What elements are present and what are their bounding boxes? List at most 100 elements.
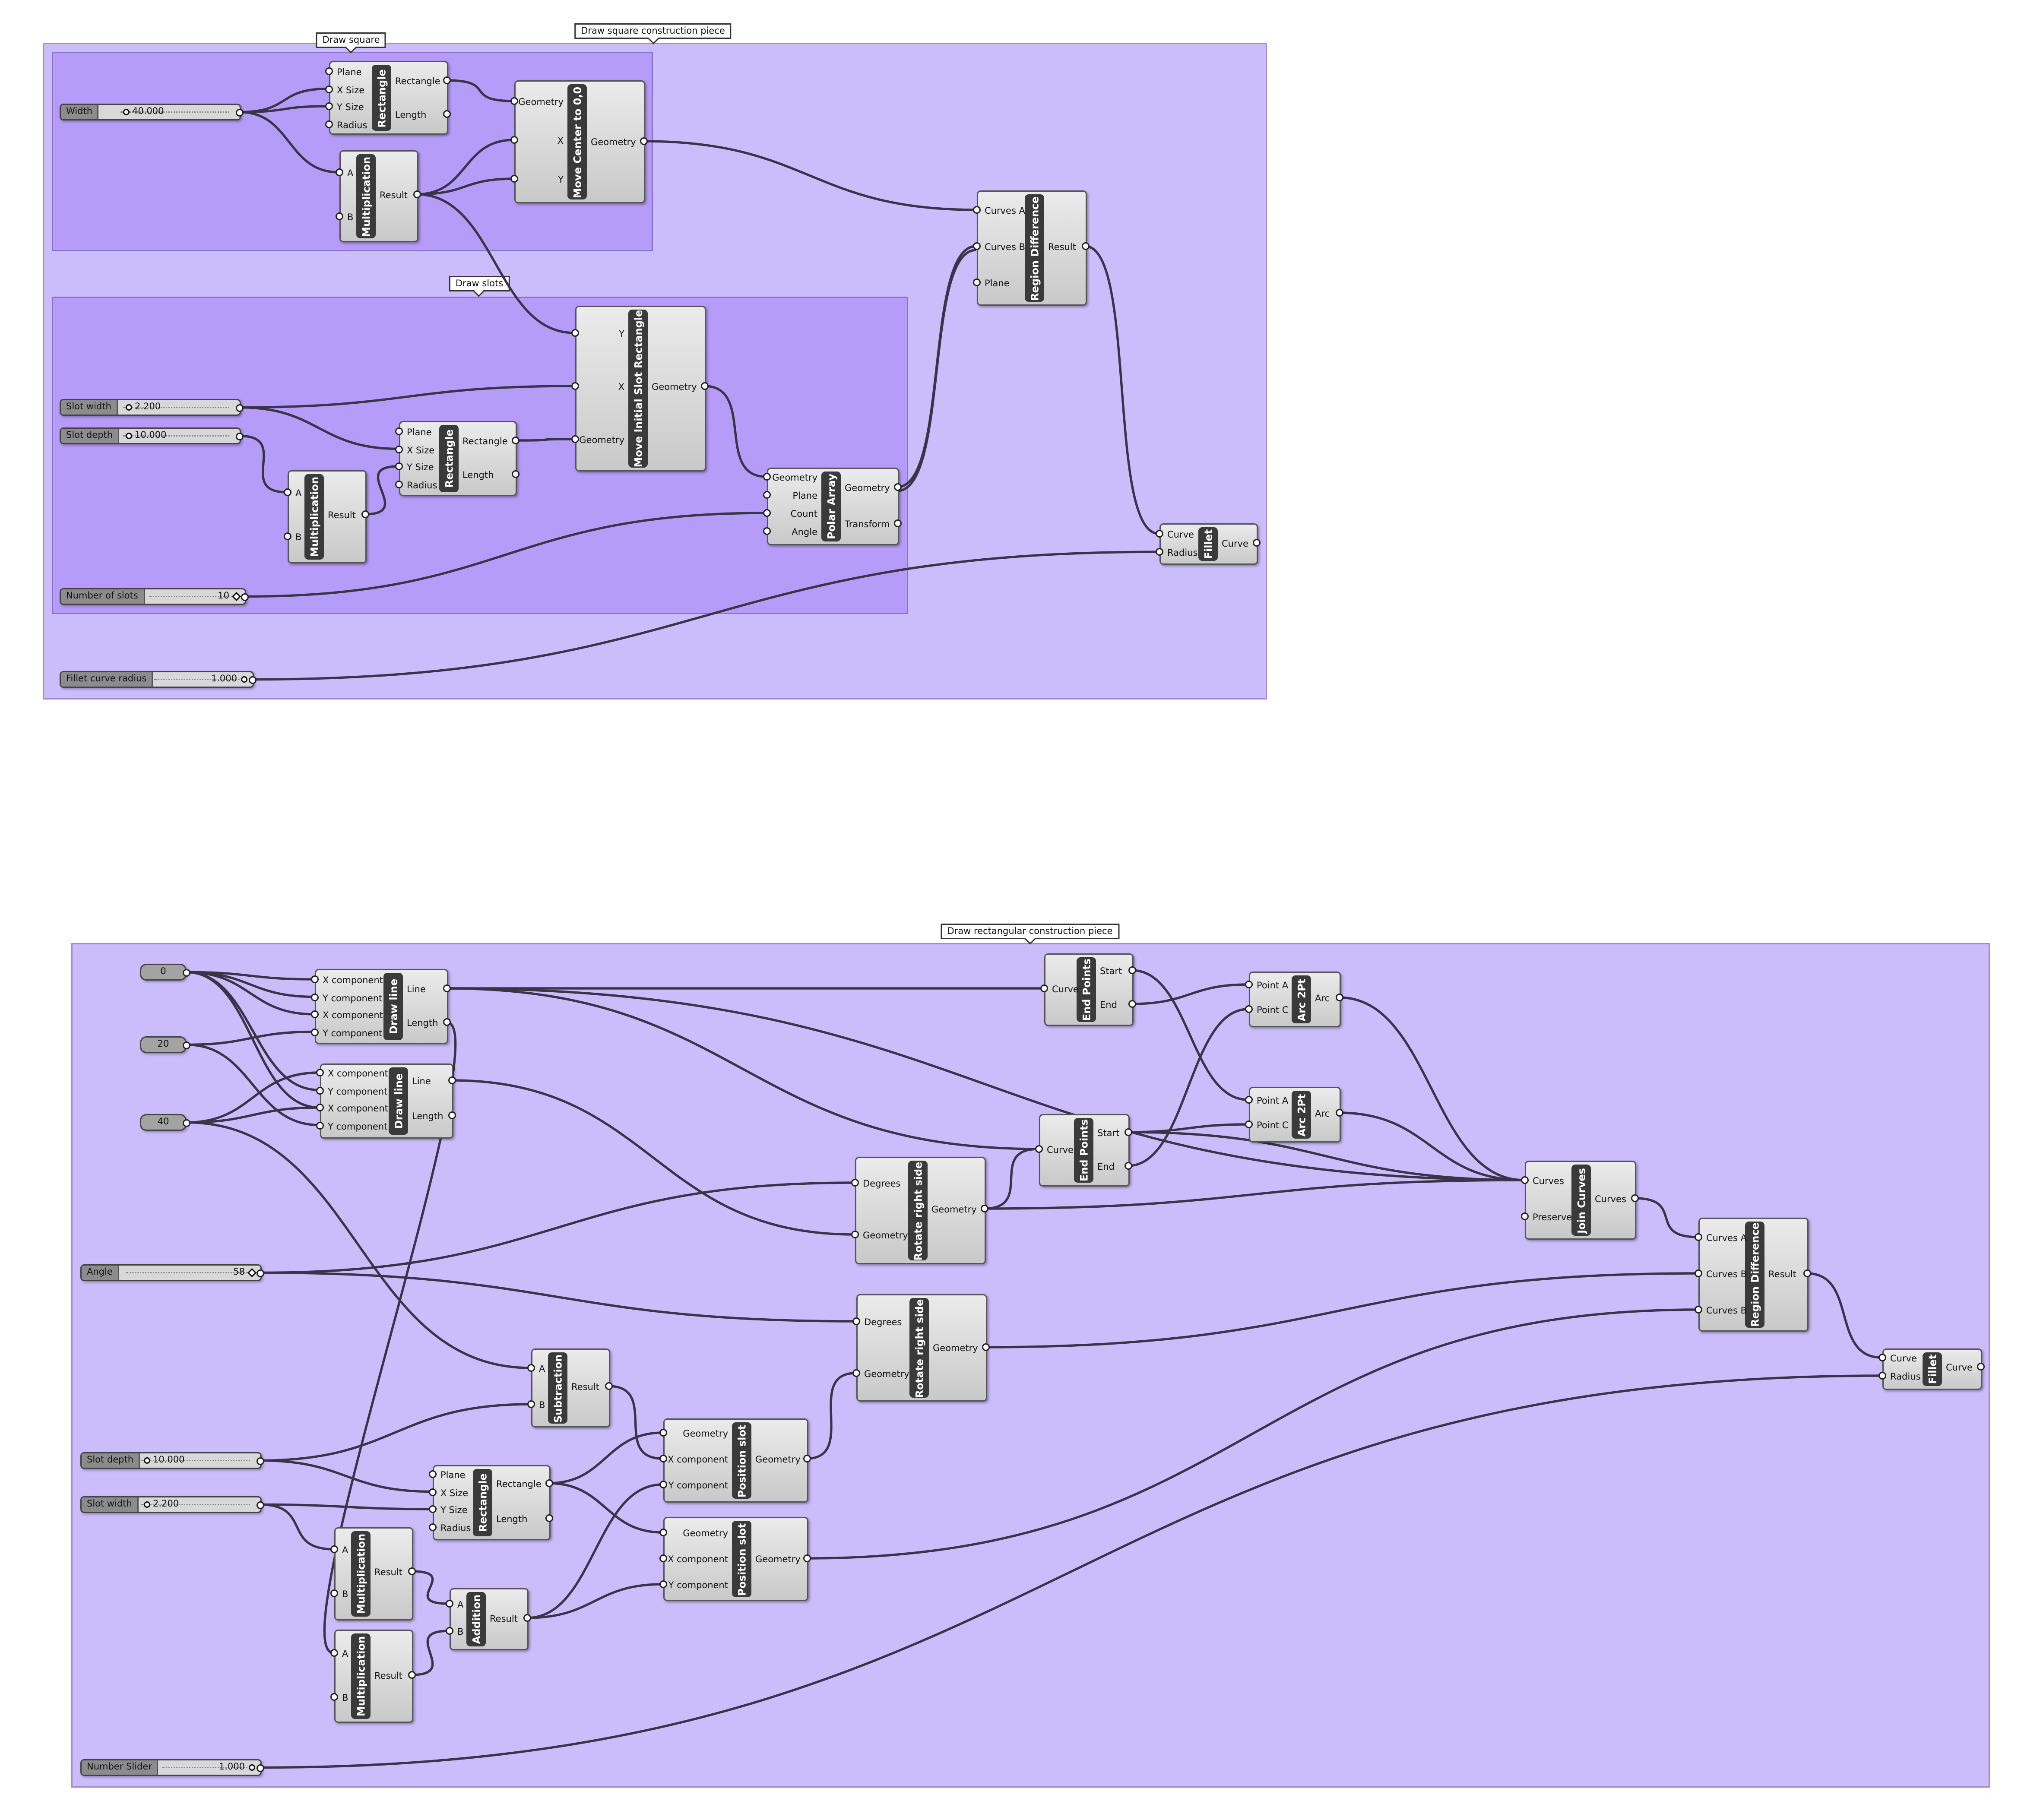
input-port[interactable]	[394, 462, 402, 470]
slider-track[interactable]	[120, 111, 229, 113]
input-port[interactable]	[526, 1364, 535, 1372]
slider-knob[interactable]	[126, 433, 132, 439]
output-port[interactable]	[1128, 966, 1136, 974]
input-port[interactable]	[659, 1554, 667, 1562]
input-port[interactable]	[428, 1522, 436, 1531]
output-port[interactable]	[523, 1614, 531, 1622]
input-port[interactable]	[335, 168, 343, 176]
slider-track[interactable]	[149, 596, 234, 597]
slider-knob[interactable]	[249, 1764, 255, 1771]
input-port[interactable]	[1878, 1372, 1886, 1380]
output-port[interactable]	[1124, 1162, 1132, 1170]
input-port[interactable]	[1244, 1120, 1252, 1128]
input-port[interactable]	[310, 1028, 318, 1036]
slider-track[interactable]	[162, 1767, 250, 1768]
output-port[interactable]	[257, 1500, 264, 1509]
input-port[interactable]	[659, 1481, 667, 1488]
input-port[interactable]	[1244, 981, 1252, 988]
input-port[interactable]	[1034, 1145, 1042, 1153]
input-port[interactable]	[659, 1529, 667, 1536]
input-port[interactable]	[283, 532, 291, 540]
input-port[interactable]	[310, 1010, 318, 1018]
input-port[interactable]	[1039, 984, 1048, 992]
output-port[interactable]	[1335, 1109, 1343, 1117]
slider-grip[interactable]	[231, 592, 241, 601]
input-port[interactable]	[324, 85, 333, 93]
output-port[interactable]	[241, 592, 249, 601]
output-port[interactable]	[183, 1118, 190, 1127]
slider-knob[interactable]	[144, 1501, 150, 1508]
output-port[interactable]	[1252, 539, 1260, 547]
input-port[interactable]	[428, 1470, 436, 1478]
output-port[interactable]	[1335, 994, 1343, 1001]
input-port[interactable]	[1878, 1354, 1886, 1361]
input-port[interactable]	[852, 1369, 860, 1377]
output-port[interactable]	[511, 437, 519, 444]
input-port[interactable]	[335, 212, 343, 220]
output-port[interactable]	[545, 1514, 553, 1522]
slider-track[interactable]	[141, 1504, 250, 1505]
output-port[interactable]	[257, 1269, 264, 1277]
input-port[interactable]	[762, 473, 770, 481]
slider-track[interactable]	[126, 1272, 250, 1273]
input-port[interactable]	[1694, 1269, 1702, 1277]
input-port[interactable]	[315, 1069, 323, 1076]
input-port[interactable]	[445, 1627, 453, 1635]
output-port[interactable]	[442, 1018, 450, 1026]
input-port[interactable]	[1520, 1176, 1528, 1184]
output-port[interactable]	[249, 675, 257, 684]
output-port[interactable]	[442, 76, 450, 84]
output-port[interactable]	[257, 1456, 264, 1465]
input-port[interactable]	[445, 1600, 453, 1608]
output-port[interactable]	[236, 108, 244, 116]
input-port[interactable]	[510, 97, 518, 105]
output-port[interactable]	[442, 984, 450, 992]
input-port[interactable]	[850, 1231, 858, 1238]
output-port[interactable]	[442, 110, 450, 118]
input-port[interactable]	[394, 427, 402, 435]
input-port[interactable]	[1244, 1096, 1252, 1104]
input-port[interactable]	[762, 491, 770, 499]
output-port[interactable]	[407, 1567, 415, 1575]
input-port[interactable]	[324, 102, 333, 110]
output-port[interactable]	[257, 1763, 264, 1772]
input-port[interactable]	[659, 1455, 667, 1462]
input-port[interactable]	[324, 120, 333, 128]
output-port[interactable]	[700, 382, 708, 390]
input-port[interactable]	[329, 1589, 338, 1597]
input-port[interactable]	[315, 1121, 323, 1129]
output-port[interactable]	[802, 1554, 811, 1562]
output-port[interactable]	[1081, 242, 1089, 250]
output-port[interactable]	[407, 1671, 415, 1679]
input-port[interactable]	[526, 1400, 535, 1408]
input-port[interactable]	[852, 1317, 860, 1325]
slider-track[interactable]	[141, 1460, 250, 1461]
input-port[interactable]	[762, 509, 770, 517]
output-port[interactable]	[981, 1343, 989, 1351]
slider-knob[interactable]	[241, 676, 247, 683]
input-port[interactable]	[570, 329, 579, 337]
input-port[interactable]	[570, 382, 579, 390]
input-port[interactable]	[329, 1545, 338, 1553]
input-port[interactable]	[659, 1429, 667, 1437]
output-port[interactable]	[1802, 1269, 1811, 1277]
